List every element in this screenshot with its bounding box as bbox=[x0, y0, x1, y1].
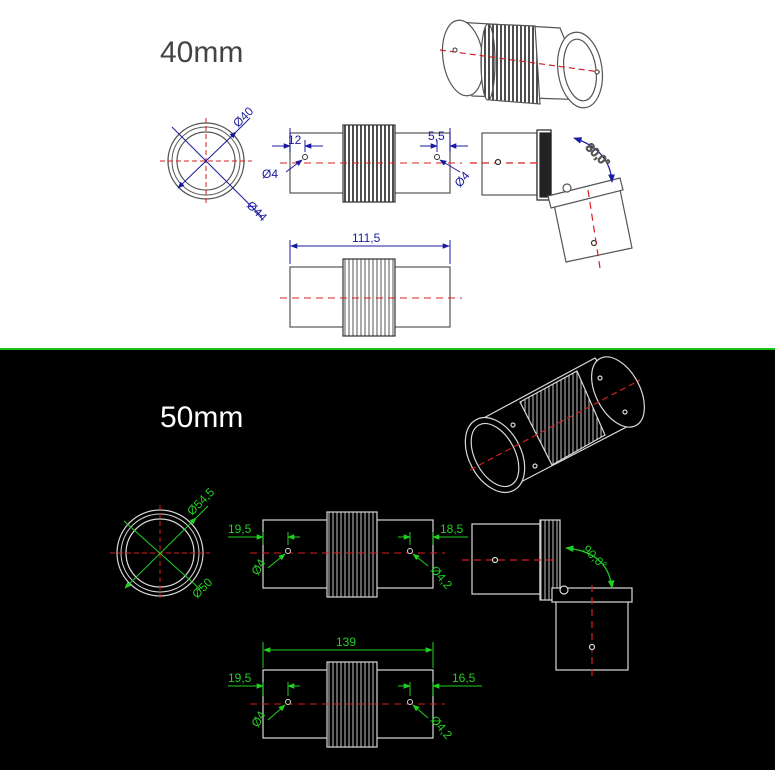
dim-hole-offset-left-50: 19,5 bbox=[228, 522, 252, 536]
dim-hole-offset-right-50b: 16,5 bbox=[452, 671, 476, 685]
dim-hole-left: Ø4 bbox=[262, 167, 278, 181]
dim-overall-length: 111,5 bbox=[352, 231, 381, 245]
panel-40mm: 40mm Ø40 Ø44 bbox=[0, 0, 775, 348]
dim-hole-offset-right: 5,5 bbox=[428, 129, 445, 143]
dim-hole-offset-left-50b: 19,5 bbox=[228, 671, 252, 685]
length-view-50mm: 139 19,5 Ø4 16,5 Ø4,2 bbox=[228, 635, 482, 748]
dim-hole-offset-left: 12 bbox=[288, 133, 302, 147]
panel-50mm: 50mm Ø54,5 Ø50 bbox=[0, 350, 775, 770]
length-view-40mm: 111,5 bbox=[280, 231, 462, 337]
panel-50mm-heading: 50mm bbox=[160, 401, 243, 434]
angled-view-50mm: 90,0° bbox=[462, 519, 633, 680]
dim-overall-length-50: 139 bbox=[336, 635, 356, 649]
front-view-40mm: 12 Ø4 5,5 Ø4 bbox=[262, 124, 473, 203]
dim-hole-offset-right-50: 18,5 bbox=[440, 522, 464, 536]
angled-view-40mm: 80,0° bbox=[470, 129, 633, 269]
front-view-50mm: 19,5 Ø4 18,5 Ø4,2 bbox=[228, 511, 468, 598]
isometric-view-40mm bbox=[439, 19, 604, 109]
panel-40mm-heading: 40mm bbox=[160, 36, 243, 69]
isometric-view-50mm bbox=[464, 356, 645, 493]
end-view-40mm: Ø40 Ø44 bbox=[160, 104, 270, 224]
